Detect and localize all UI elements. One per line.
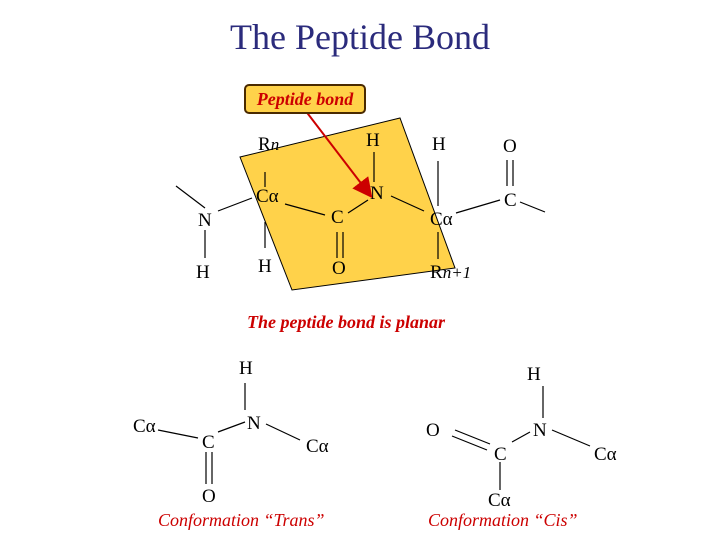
atom-h-n-left: H <box>196 262 210 283</box>
cis-atom-c: C <box>494 444 507 465</box>
atom-n-amide: N <box>370 183 384 204</box>
conformation-trans-label: Conformation “Trans” <box>158 510 325 530</box>
atom-h-top-n: H <box>366 130 380 151</box>
cis-atom-h: H <box>527 364 541 385</box>
trans-atom-ca-right: Cα <box>306 436 329 457</box>
atom-ca-left: Cα <box>256 186 279 207</box>
trans-bonds <box>157 383 301 484</box>
cis-bonds <box>451 386 591 490</box>
trans-atom-n: N <box>247 413 261 434</box>
upper-bonds <box>175 152 546 259</box>
atom-r-n: Rn <box>258 134 280 155</box>
peptide-plane <box>239 117 456 291</box>
trans-atom-h: H <box>239 358 253 379</box>
atom-h-top-ca: H <box>432 134 446 155</box>
atom-n-left: N <box>198 210 212 231</box>
atom-c-carbonyl: C <box>331 207 344 228</box>
callout-arrow <box>304 109 373 199</box>
trans-atom-c: C <box>202 432 215 453</box>
trans-atom-ca-left: Cα <box>133 416 156 437</box>
page-title: The Peptide Bond <box>230 17 490 57</box>
trans-atom-o: O <box>202 486 216 507</box>
atom-c-right: C <box>504 190 517 211</box>
cis-atom-o: O <box>426 420 440 441</box>
planar-caption: The peptide bond is planar <box>247 312 446 332</box>
cis-atom-ca-bottom: Cα <box>488 490 511 511</box>
cis-atom-ca-right: Cα <box>594 444 617 465</box>
atom-o-carbonyl: O <box>332 258 346 279</box>
peptide-bond-callout: Peptide bond <box>244 84 366 114</box>
atom-o-top: O <box>503 136 517 157</box>
atom-ca-right: Cα <box>430 209 453 230</box>
conformation-cis-label: Conformation “Cis” <box>428 510 578 530</box>
atom-h-ca-left: H <box>258 256 272 277</box>
cis-atom-n: N <box>533 420 547 441</box>
atom-r-n1: Rn+1 <box>430 262 472 283</box>
